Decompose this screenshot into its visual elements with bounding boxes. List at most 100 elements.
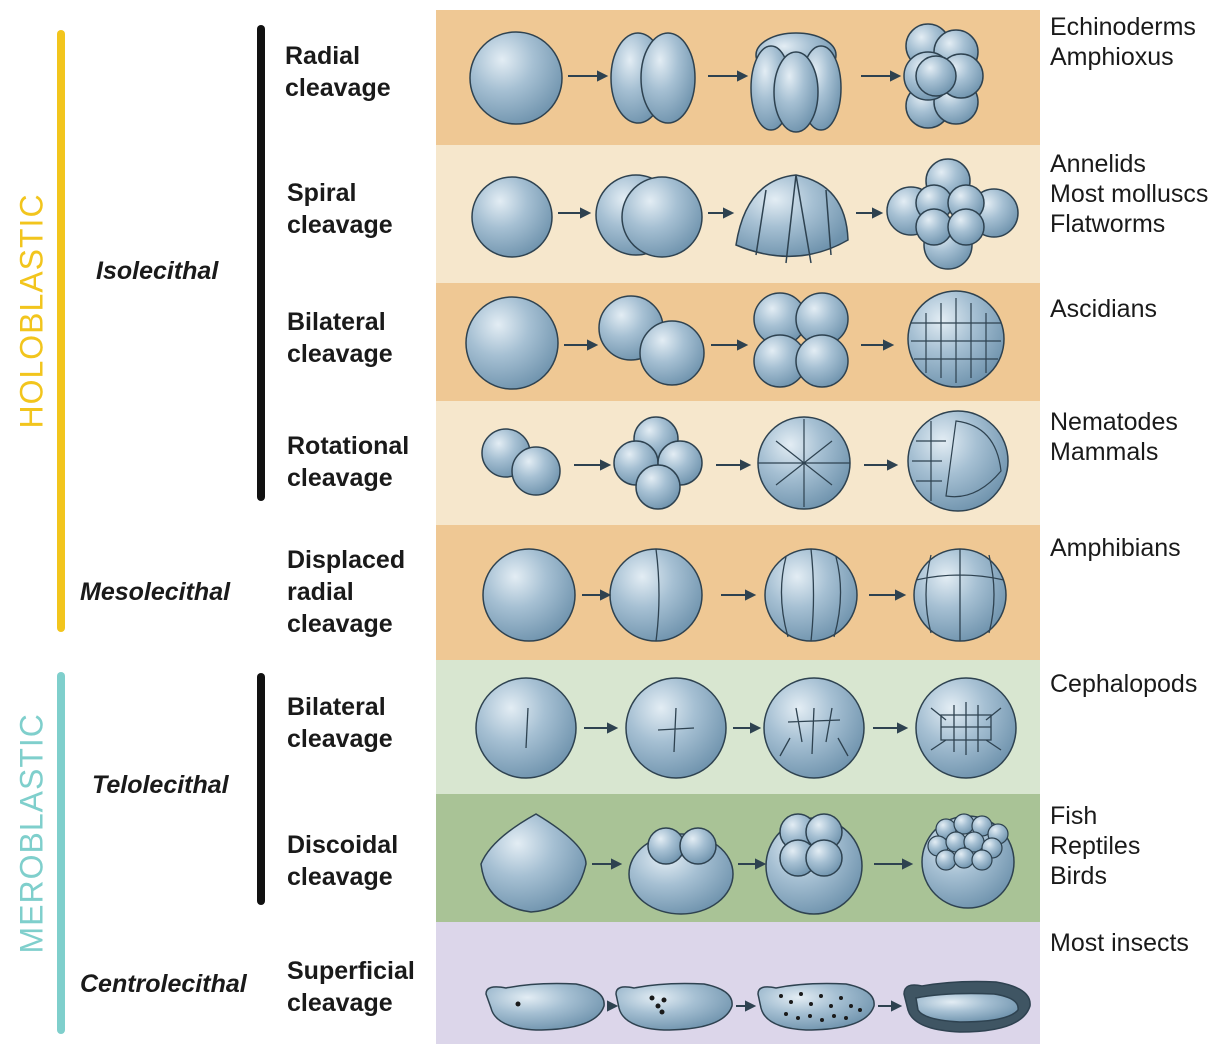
cleavage-line: Spiral [287, 177, 393, 209]
nucleus [784, 1012, 788, 1016]
arrowhead [884, 341, 892, 349]
embryo-cell [466, 297, 558, 389]
embryo-cell [472, 177, 552, 257]
arrowhead [741, 461, 749, 469]
isolecithal-bracket [257, 25, 265, 501]
nucleus [832, 1014, 836, 1018]
organism-name: Cephalopods [1050, 669, 1197, 699]
organism-name: Most molluscs [1050, 179, 1208, 209]
arrowhead [738, 341, 746, 349]
bilateral-holo-illustration [436, 283, 1040, 401]
nucleus [650, 996, 655, 1001]
meroblastic-label: MEROBLASTIC [14, 754, 51, 954]
egg-type-centrolecithal: Centrolecithal [80, 970, 247, 999]
cleavage-label-discoidal: Discoidal cleavage [287, 829, 398, 893]
nucleus [660, 1010, 665, 1015]
cleavage-line: cleavage [287, 861, 398, 893]
organisms-superficial: Most insects [1050, 928, 1189, 958]
arrowhead [601, 461, 609, 469]
cleavage-line: Rotational [287, 430, 409, 462]
embryo-cell [610, 549, 702, 641]
organism-name: Reptiles [1050, 831, 1140, 861]
organism-name: Annelids [1050, 149, 1208, 179]
embryo-cell [765, 549, 857, 641]
arrowhead [608, 724, 616, 732]
arrowhead [896, 591, 904, 599]
arrowhead [581, 209, 589, 217]
cleavage-line: radial [287, 576, 405, 608]
nucleus [789, 1000, 793, 1004]
embryo-cell [796, 335, 848, 387]
arrowhead [601, 591, 609, 599]
egg-type-mesolecithal: Mesolecithal [80, 578, 230, 607]
cleavage-line: cleavage [287, 462, 409, 494]
organism-name: Fish [1050, 801, 1140, 831]
embryo-cell [481, 814, 586, 912]
cleavage-label-spiral: Spiral cleavage [287, 177, 393, 241]
band-bilateral-mero [436, 660, 1040, 794]
arrowhead [746, 1002, 754, 1010]
cleavage-line: cleavage [287, 608, 405, 640]
organism-name: Flatworms [1050, 209, 1208, 239]
cleavage-line: Bilateral [287, 691, 393, 723]
nucleus [799, 992, 803, 996]
cleavage-line: Discoidal [287, 829, 398, 861]
superficial-illustration [436, 922, 1040, 1044]
cleavage-line: Superficial [287, 955, 415, 987]
organisms-bilateral-mero: Cephalopods [1050, 669, 1197, 699]
arrowhead [898, 724, 906, 732]
arrowhead [873, 209, 881, 217]
meroblastic-bar [57, 672, 65, 1034]
arrowhead [612, 860, 620, 868]
organism-name: Amphioxus [1050, 42, 1196, 72]
arrowhead [598, 72, 606, 80]
organism-name: Mammals [1050, 437, 1178, 467]
embryo-cell [916, 209, 952, 245]
embryo-cell [648, 828, 684, 864]
arrowhead [751, 724, 759, 732]
band-radial [436, 10, 1040, 145]
cleavage-line: Bilateral [287, 306, 393, 338]
band-bilateral-holo [436, 283, 1040, 401]
cleavage-line: cleavage [287, 338, 393, 370]
embryo-cell [616, 984, 732, 1031]
cleavage-line: cleavage [285, 72, 391, 104]
organism-name: Amphibians [1050, 533, 1181, 563]
embryo-cell [483, 549, 575, 641]
embryo-cell [764, 678, 864, 778]
organisms-displaced-radial: Amphibians [1050, 533, 1181, 563]
embryo-cell [916, 994, 1018, 1023]
cleavage-label-bilateral-holo: Bilateral cleavage [287, 306, 393, 370]
nucleus [819, 994, 823, 998]
spiral-cleavage-illustration [436, 145, 1040, 283]
arrowhead [588, 341, 596, 349]
organism-name: Birds [1050, 861, 1140, 891]
embryo-cell [954, 814, 974, 834]
nucleus [858, 1008, 862, 1012]
embryo-cell [948, 209, 984, 245]
cleavage-line: cleavage [287, 987, 415, 1019]
holoblastic-bar [57, 30, 65, 632]
nucleus [839, 996, 843, 1000]
embryo-cell [486, 984, 604, 1031]
band-displaced-radial [436, 525, 1040, 660]
arrowhead [891, 72, 899, 80]
organisms-discoidal: Fish Reptiles Birds [1050, 801, 1140, 891]
embryo-cell [636, 465, 680, 509]
nucleus [808, 1014, 812, 1018]
egg-type-isolecithal: Isolecithal [96, 257, 218, 286]
arrowhead [903, 860, 911, 868]
embryo-cell [680, 828, 716, 864]
arrowhead [608, 1002, 616, 1010]
band-rotational [436, 401, 1040, 525]
embryo-cell [774, 52, 818, 132]
cleavage-line: Radial [285, 40, 391, 72]
egg-type-telolecithal: Telolecithal [92, 771, 229, 800]
embryo-cell [512, 447, 560, 495]
embryo-cell [972, 850, 992, 870]
radial-cleavage-illustration [436, 10, 1040, 145]
band-spiral [436, 145, 1040, 283]
cleavage-label-rotational: Rotational cleavage [287, 430, 409, 494]
embryo-cell [470, 32, 562, 124]
embryo-cell [936, 850, 956, 870]
